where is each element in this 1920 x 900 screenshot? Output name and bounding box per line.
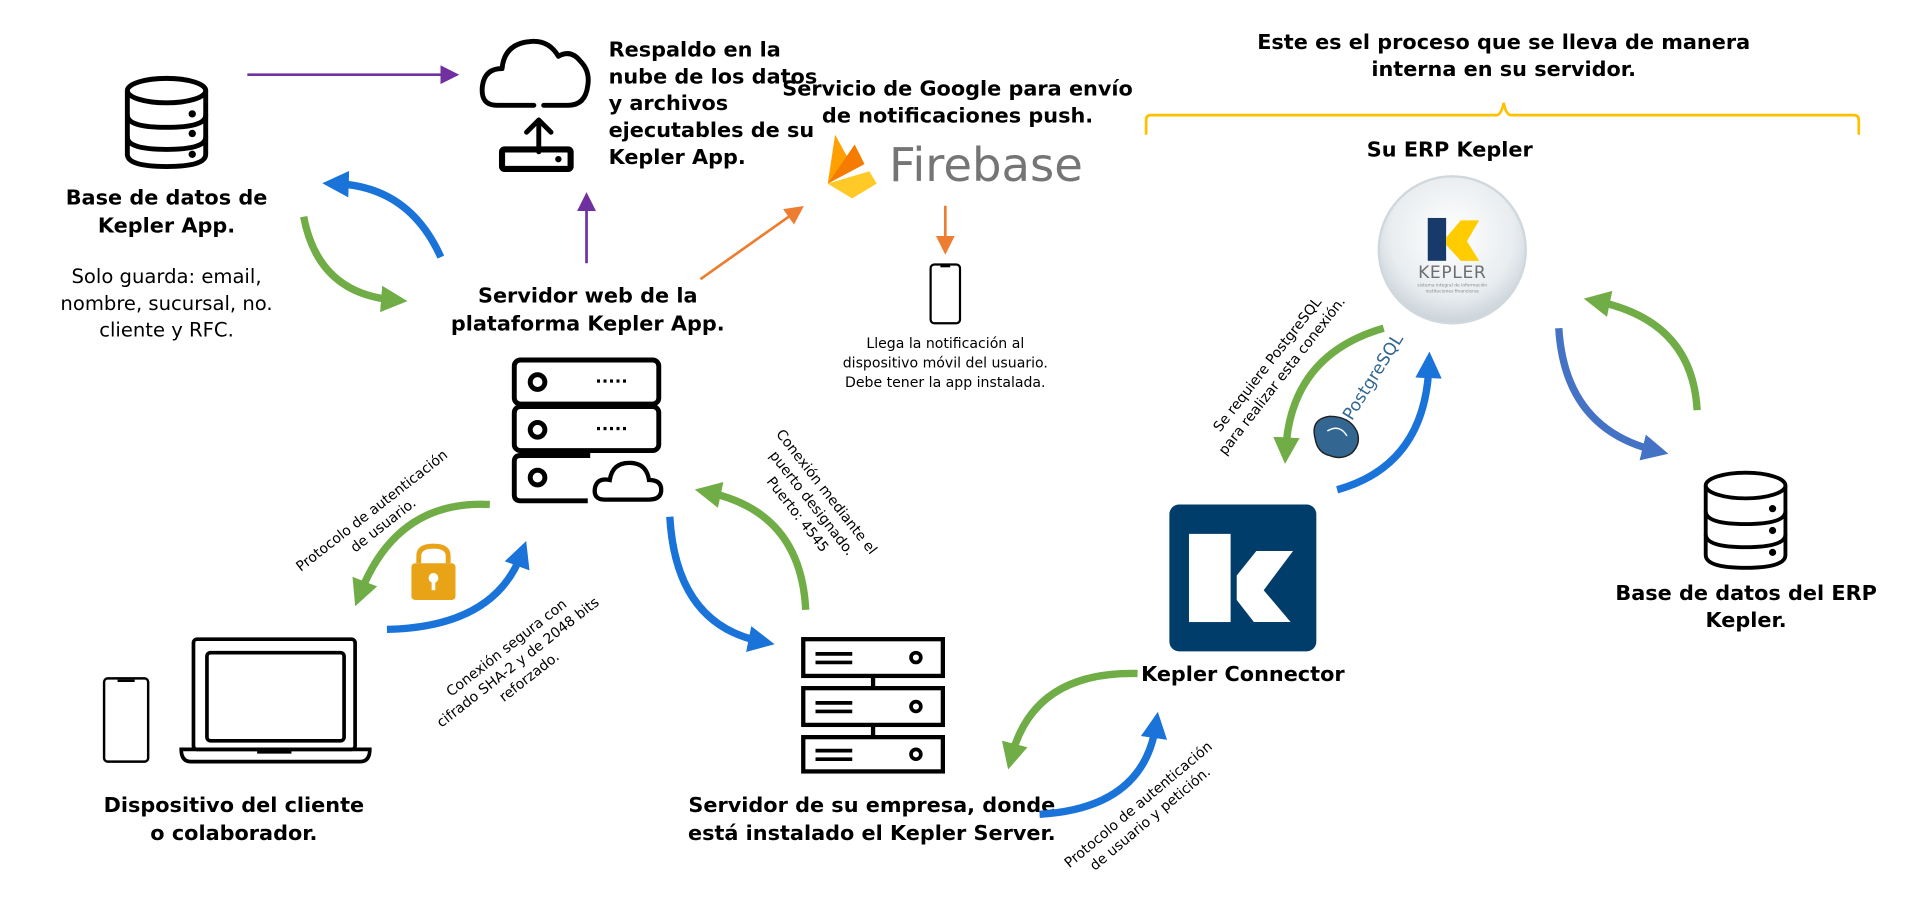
- mobile-note-3: Debe tener la app instalada.: [845, 375, 1045, 391]
- cloud-backup-title-1: Respaldo en la: [609, 37, 781, 61]
- firebase-logo-text: Firebase: [889, 138, 1083, 192]
- web-server-node: Servidor web de la plataforma Kepler App…: [451, 283, 725, 504]
- arrow-erp-to-connector: [1273, 324, 1385, 464]
- internal-process-line-1: Este es el proceso que se lleva de maner…: [1257, 30, 1750, 54]
- client-device-title-1: Dispositivo del cliente: [104, 793, 365, 817]
- cloud-server-icon: ∙∙∙∙∙ ∙∙∙∙∙: [511, 357, 664, 504]
- auth-request-line-2: de usuario y petición.: [1087, 764, 1214, 874]
- arrow-webserver-to-company: [666, 516, 775, 652]
- mobile-note-2: dispositivo móvil del usuario.: [843, 355, 1048, 371]
- curly-bracket: [1144, 102, 1861, 135]
- app-database-note-2: nombre, sucursal, no.: [60, 292, 272, 315]
- kepler-logo-text: KEPLER: [1418, 263, 1486, 283]
- erp-database-title-1: Base de datos del ERP: [1615, 581, 1876, 605]
- kepler-erp-logo: KEPLER sistema integral de información i…: [1377, 175, 1527, 325]
- postgres-required-line-1: Se requiere PostgreSQL: [1211, 295, 1326, 436]
- server-rack-icon: [801, 637, 946, 774]
- cloud-backup-title-5: Kepler App.: [609, 145, 746, 169]
- kepler-logo-sub-1: sistema integral de información: [1417, 282, 1487, 289]
- secure-connection-annotation: Conexión segura con cifrado SHA-2 y de 2…: [434, 594, 602, 731]
- kepler-connector-logo: [1169, 504, 1317, 652]
- kepler-logo-sub-2: instituciones financieras: [1426, 289, 1480, 295]
- firebase-title-2: de notificaciones push.: [822, 103, 1093, 127]
- svg-text:∙∙∙∙∙: ∙∙∙∙∙: [595, 372, 628, 392]
- arrow-webserver-to-appdb: [322, 170, 445, 259]
- erp-database-title-2: Kepler.: [1706, 608, 1787, 632]
- arrow-erp-to-erpdb: [1555, 327, 1669, 461]
- arrow-connector-to-company: [1001, 669, 1138, 770]
- firebase-node: Servicio de Google para envío de notific…: [782, 77, 1133, 199]
- arrow-connector-to-erp: [1336, 351, 1442, 494]
- port-connection-annotation: Conexión mediante el puerto designado. P…: [763, 427, 880, 559]
- web-server-title-1: Servidor web de la: [478, 283, 698, 307]
- arrow-company-to-webserver: [694, 482, 810, 610]
- database-icon: [1703, 470, 1788, 570]
- cloud-backup-title-2: nube de los datos: [609, 64, 818, 88]
- smartphone-icon: [102, 677, 150, 763]
- firebase-flame-icon: [827, 134, 877, 199]
- app-database-title-2: Kepler App.: [98, 214, 235, 238]
- smartphone-icon: [929, 263, 962, 325]
- company-server-title-1: Servidor de su empresa, donde: [688, 793, 1055, 817]
- elephant-icon: [1313, 415, 1360, 459]
- cloud-backup-title-4: ejecutables de su: [609, 118, 815, 142]
- app-database-note-3: cliente y RFC.: [99, 319, 234, 342]
- laptop-icon: [179, 637, 372, 764]
- app-database-note-1: Solo guarda: email,: [72, 265, 262, 288]
- arrow-client-to-webserver: [386, 541, 530, 634]
- mobile-notification-node: Llega la notificación al dispositivo móv…: [843, 263, 1048, 391]
- internal-process-group: Este es el proceso que se lleva de maner…: [1144, 30, 1861, 135]
- cloud-upload-icon: [479, 38, 591, 173]
- padlock-icon: [411, 543, 456, 600]
- company-server-node: Servidor de su empresa, donde está insta…: [688, 637, 1056, 845]
- database-icon: [124, 75, 209, 169]
- app-database-title-1: Base de datos de: [66, 185, 268, 209]
- push-arrow-to-firebase: [699, 205, 804, 281]
- kepler-connector-title: Kepler Connector: [1141, 662, 1345, 686]
- firebase-title-1: Servicio de Google para envío: [782, 77, 1133, 101]
- svg-text:∙∙∙∙∙: ∙∙∙∙∙: [595, 420, 628, 440]
- internal-process-line-2: interna en su servidor.: [1371, 57, 1636, 81]
- erp-kepler-title: Su ERP Kepler: [1367, 138, 1534, 162]
- mobile-note-1: Llega la notificación al: [866, 336, 1024, 352]
- arrow-erpdb-to-erp: [1583, 290, 1701, 411]
- cloud-backup-title-3: y archivos: [609, 91, 729, 115]
- client-device-node: Dispositivo del cliente o colaborador.: [102, 637, 372, 845]
- erp-kepler-node: Su ERP Kepler KEPLER sistema integral de…: [1367, 138, 1534, 325]
- cloud-backup-node: Respaldo en la nube de los datos y archi…: [479, 37, 818, 173]
- kepler-connector-node: Kepler Connector: [1141, 504, 1345, 686]
- app-database-node: Base de datos de Kepler App. Solo guarda…: [60, 75, 273, 342]
- client-device-title-2: o colaborador.: [150, 821, 317, 845]
- web-server-title-2: plataforma Kepler App.: [451, 312, 725, 336]
- erp-database-node: Base de datos del ERP Kepler.: [1615, 470, 1877, 632]
- company-server-title-2: está instalado el Kepler Server.: [688, 821, 1056, 845]
- arrow-appdb-to-webserver: [300, 216, 408, 313]
- postgresql-logo: PostgreSQL: [1313, 330, 1408, 459]
- arrow-webserver-to-client: [352, 500, 490, 607]
- arrow-company-to-connector: [1039, 711, 1168, 818]
